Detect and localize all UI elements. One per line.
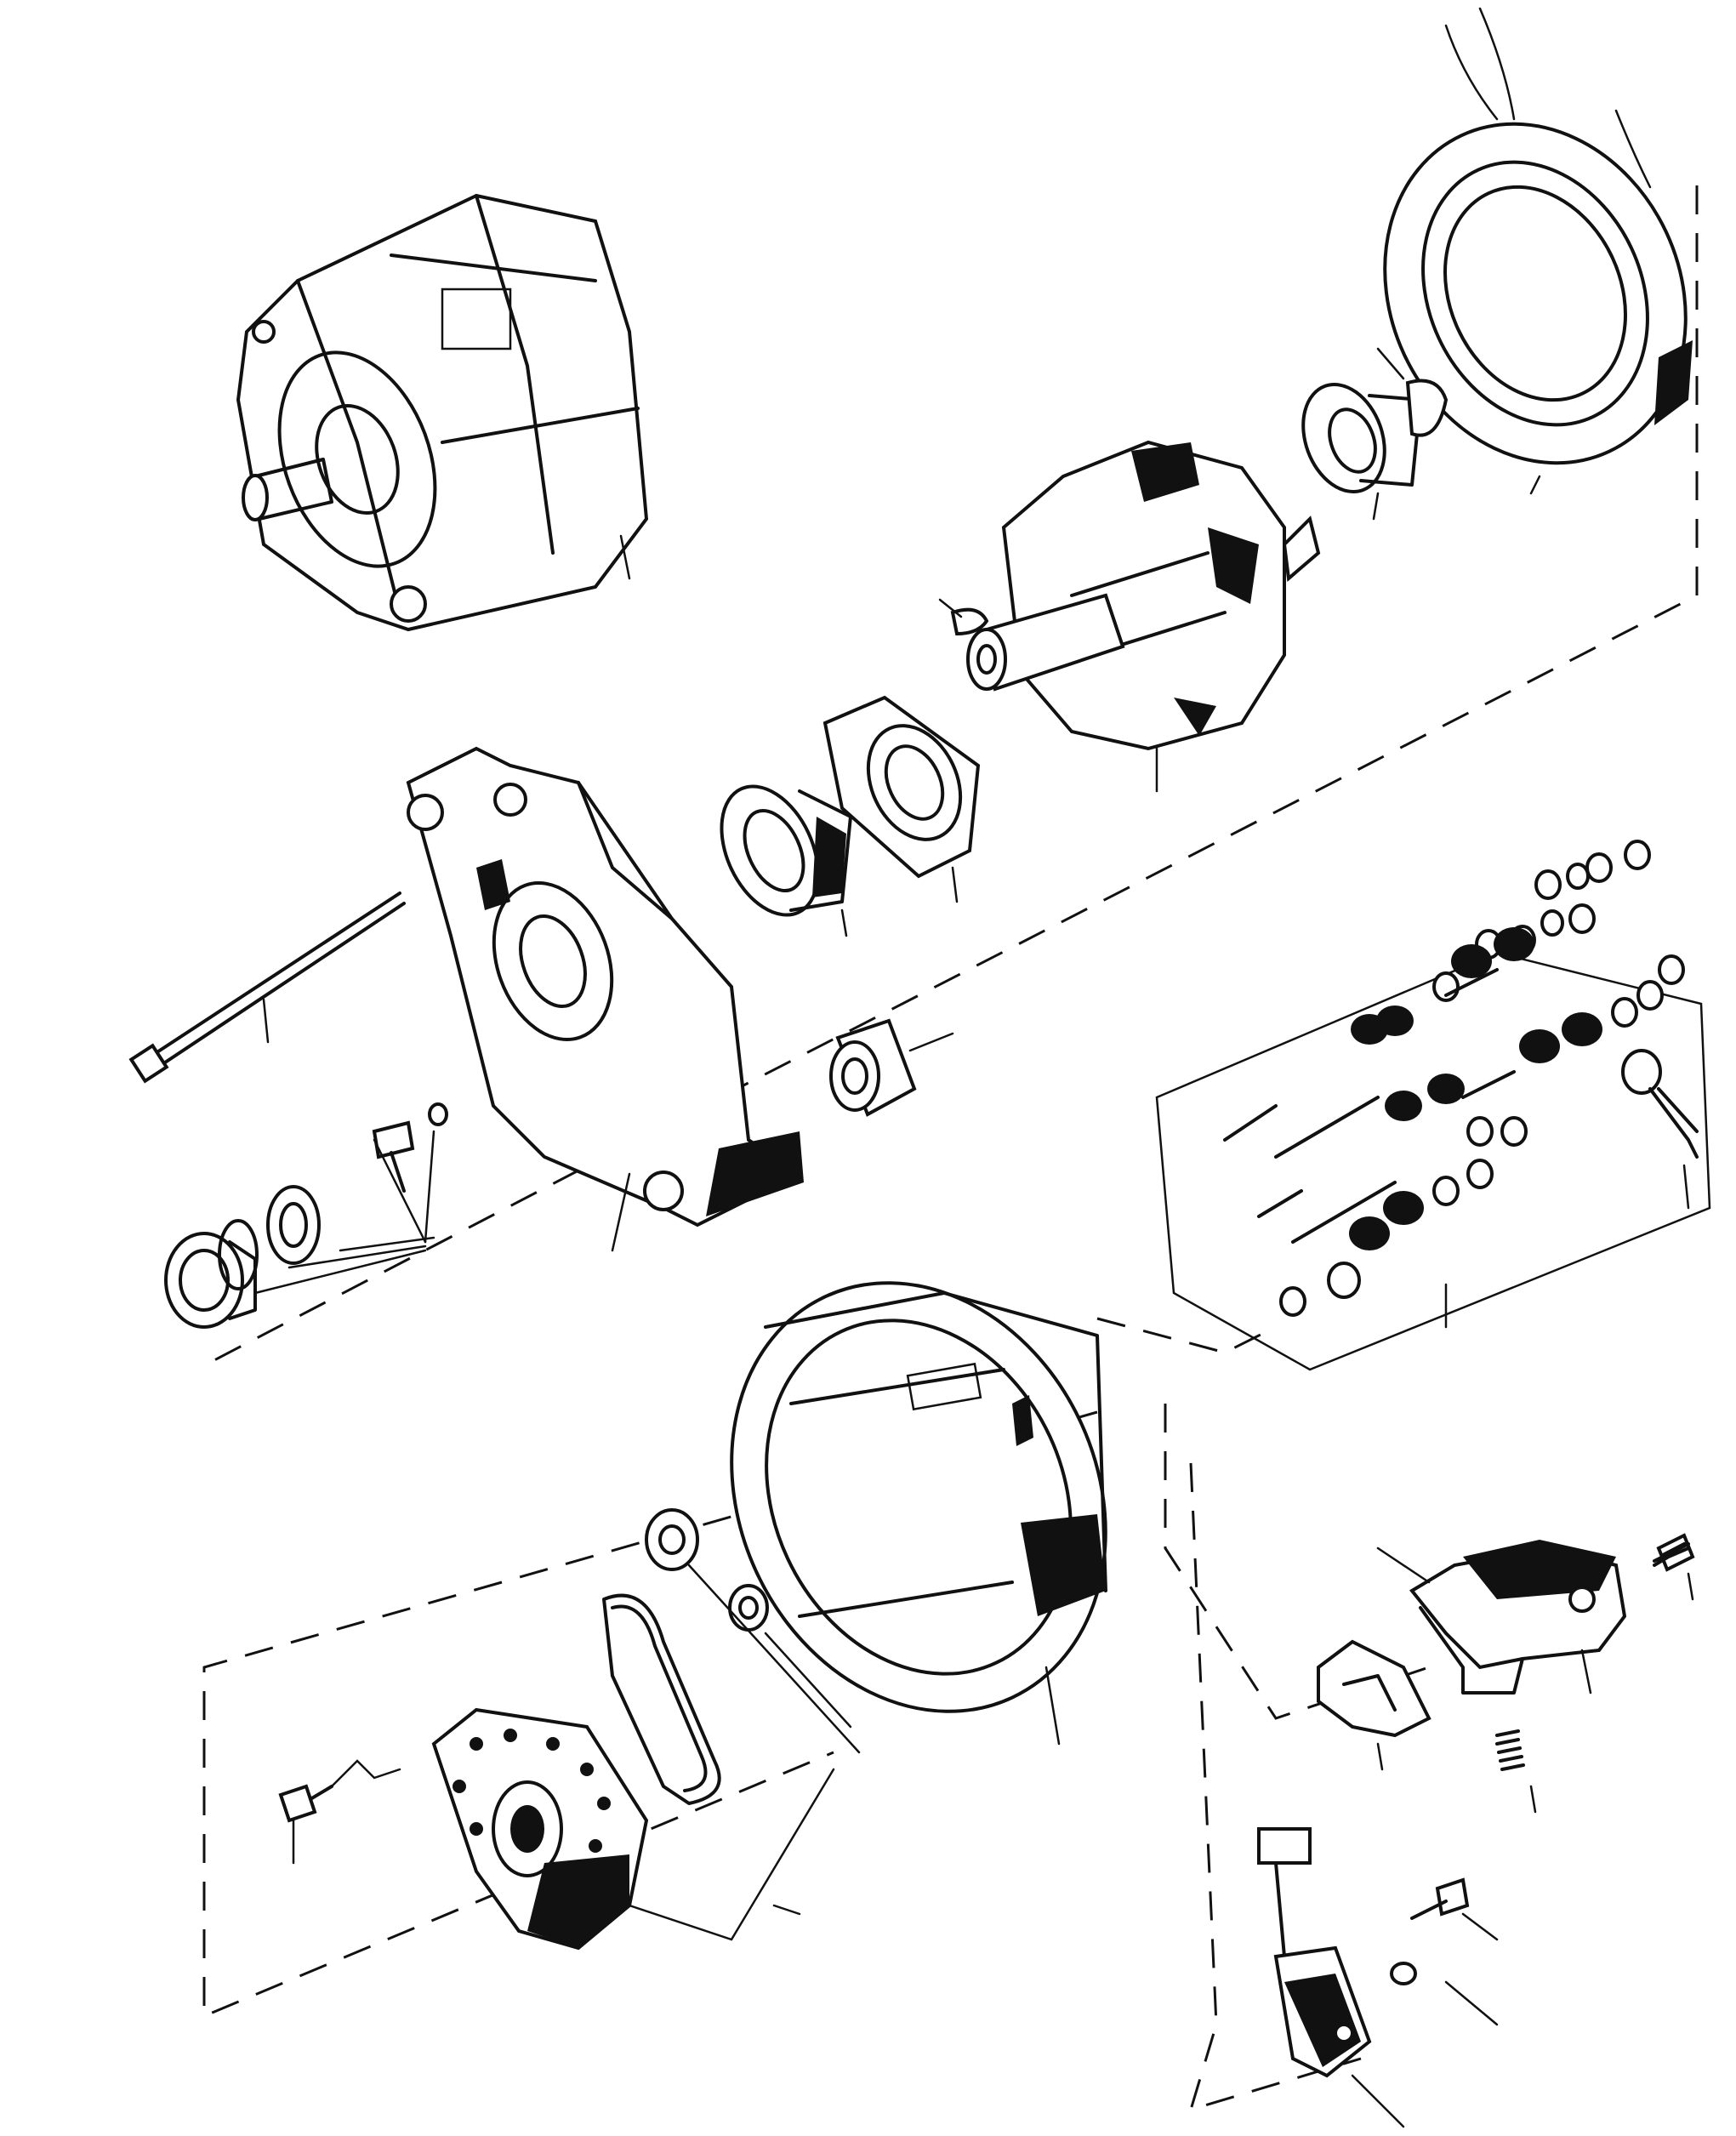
kit-studs — [1223, 968, 1516, 1244]
through-bolt — [128, 891, 406, 1084]
bushing — [829, 1018, 954, 1117]
diode-dots — [452, 1729, 611, 1853]
terminal-hardware-kit — [1155, 840, 1711, 1371]
alternator-assembly — [236, 193, 649, 632]
capacitor-screw — [1390, 1877, 1499, 2026]
rectifier-screw — [278, 1759, 401, 1865]
insulating-bushings — [645, 1508, 861, 1754]
guide-line-kit — [1096, 1317, 1277, 1354]
rectifier-assembly — [431, 1707, 835, 1951]
seal-ring — [602, 1593, 721, 1805]
rotor — [966, 440, 1321, 793]
guide-line-regulator — [1164, 1404, 1430, 1720]
slip-ring-bearing — [1301, 383, 1422, 521]
nameplate — [441, 288, 512, 350]
kit-washers — [1279, 840, 1685, 1317]
slip-ring-end-housing — [730, 1281, 1107, 1746]
stator — [1383, 7, 1693, 495]
guide-line-upper — [212, 185, 1699, 1363]
brush-holder — [1317, 1639, 1431, 1771]
capacitor-plug — [1257, 1827, 1312, 1865]
guide-line-capacitor — [1188, 1462, 1362, 2112]
terminal-lug — [1621, 1049, 1699, 1159]
woodruff-key — [938, 598, 989, 636]
bearing-retainer-plate — [822, 695, 981, 903]
housing-label-plate — [906, 1362, 982, 1411]
drive-end-housing — [406, 746, 804, 1252]
guide-line-lower-left — [202, 1410, 1098, 2019]
voltage-regulator — [1376, 1540, 1627, 1695]
brush-spring — [1495, 1729, 1537, 1814]
woodruff-key-upper — [1376, 347, 1449, 437]
suppression-capacitor — [1257, 1827, 1405, 2128]
pulley-nut-set — [164, 1102, 448, 1329]
drive-end-bearing — [720, 784, 852, 937]
assembly-guide-lines — [202, 185, 1699, 2112]
regulator-screw — [1653, 1533, 1695, 1601]
